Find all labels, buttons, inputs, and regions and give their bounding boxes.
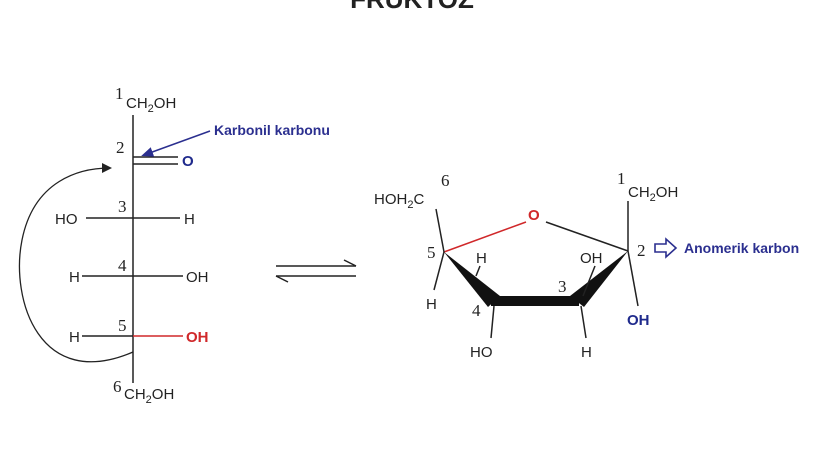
ring-bond-c5-o bbox=[443, 221, 527, 253]
ring-wedge-c5-c4 bbox=[444, 252, 500, 307]
c2-carbonyl-oxygen: O bbox=[182, 153, 194, 170]
ring-c2-number: 2 bbox=[637, 241, 646, 260]
ring-c4-ho: HO bbox=[470, 344, 493, 361]
anomeric-callout-arrow bbox=[654, 237, 678, 259]
c5-left-group: H bbox=[69, 329, 80, 346]
c5-right-group: OH bbox=[186, 329, 209, 346]
c1-group: CH2OH bbox=[126, 95, 176, 115]
c2-oh-bond bbox=[627, 250, 639, 307]
c5-c6-bond bbox=[435, 208, 445, 253]
carbonyl-callout-arrow bbox=[141, 130, 211, 157]
c4-number: 4 bbox=[118, 256, 127, 275]
ring-c2-oh: OH bbox=[627, 312, 650, 329]
c5-number: 5 bbox=[118, 316, 127, 335]
ring-c5-number: 5 bbox=[427, 243, 436, 262]
haworth-projection: 6 HOH2C 1 CH2OH O 5 H H 4 HO 3 OH H 2 OH bbox=[374, 169, 678, 361]
c4-right-group: OH bbox=[186, 269, 209, 286]
ring-c3-number: 3 bbox=[558, 277, 567, 296]
ring-c5-h-down: H bbox=[426, 296, 437, 313]
ring-c6-group: HOH2C bbox=[374, 191, 424, 211]
c3-left-group: HO bbox=[55, 211, 78, 228]
c2-number: 2 bbox=[116, 138, 125, 157]
ring-bond-o-c2 bbox=[545, 221, 629, 252]
c6-group: CH2OH bbox=[124, 386, 174, 406]
c3-number: 3 bbox=[118, 197, 127, 216]
ring-c3-h: H bbox=[581, 344, 592, 361]
ring-c6-number: 6 bbox=[441, 171, 450, 190]
ring-c4-number: 4 bbox=[472, 301, 481, 320]
c6-number: 6 bbox=[113, 377, 122, 396]
c1-number: 1 bbox=[115, 84, 124, 103]
ring-c1-group: CH2OH bbox=[628, 184, 678, 204]
ring-bold-c4-c3 bbox=[491, 296, 579, 306]
c4-ho-bond bbox=[490, 305, 495, 339]
anomeric-callout-label: Anomerik karbon bbox=[684, 240, 799, 256]
ring-oxygen: O bbox=[528, 207, 540, 224]
fischer-projection: 1 CH2OH 2 O 3 HO H 4 H OH 5 H OH 6 CH2OH bbox=[18, 84, 209, 406]
ring-c5-h-up: H bbox=[476, 250, 487, 267]
c5-h-down-bond bbox=[433, 251, 445, 291]
cyclization-arrow bbox=[18, 163, 134, 363]
c3-right-group: H bbox=[184, 211, 195, 228]
ring-c3-oh: OH bbox=[580, 250, 603, 267]
carbonyl-callout-label: Karbonil karbonu bbox=[214, 122, 330, 138]
c3-h-bond bbox=[580, 305, 587, 339]
c4-left-group: H bbox=[69, 269, 80, 286]
page-title: FRUKTOZ bbox=[350, 0, 474, 14]
c3-oh-bond bbox=[582, 265, 596, 297]
ring-c1-number: 1 bbox=[617, 169, 626, 188]
equilibrium-arrows bbox=[275, 259, 357, 283]
c5-h-up-bond bbox=[475, 265, 481, 277]
